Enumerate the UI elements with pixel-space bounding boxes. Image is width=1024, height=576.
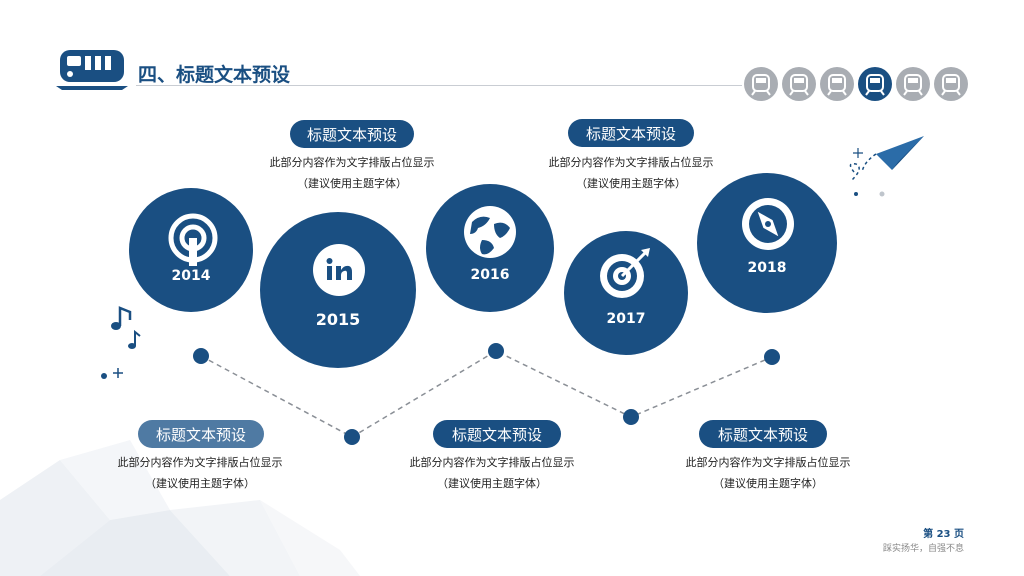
title-pill: 标题文本预设 [138,420,264,448]
footer-slogan: 踩实扬华，自强不息 [882,544,964,554]
timeline-node [488,343,504,359]
title-pill: 标题文本预设 [568,119,694,147]
section-nav [744,67,968,101]
page-title: 四、标题文本预设 [138,64,291,86]
description-block: 此部分内容作为文字排版占位显示 （建议使用主题字体） [397,452,587,494]
timeline-node [193,348,209,364]
year-label-2016: 2016 [470,267,510,283]
timeline-node [764,349,780,365]
compass-icon [742,198,794,250]
description-line: 此部分内容作为文字排版占位显示 [269,156,435,169]
active-train-icon[interactable] [858,67,892,101]
description-note: （建议使用主题字体） [576,177,686,190]
description-line: 此部分内容作为文字排版占位显示 [548,156,714,169]
title-pill: 标题文本预设 [290,120,414,148]
title-pill: 标题文本预设 [699,420,827,448]
train-icon[interactable] [744,67,778,101]
timeline-node [623,409,639,425]
train-icon[interactable] [782,67,816,101]
description-note: （建议使用主题字体） [145,477,255,490]
linkedin-icon [313,244,365,296]
description-note: （建议使用主题字体） [713,477,823,490]
timeline-node [344,429,360,445]
title-pill: 标题文本预设 [433,420,561,448]
description-block: 此部分内容作为文字排版占位显示 （建议使用主题字体） [536,152,726,194]
description-line: 此部分内容作为文字排版占位显示 [685,456,851,469]
description-note: （建议使用主题字体） [437,477,547,490]
globe-icon [464,206,516,258]
page-number: 第 23 页 [923,529,964,540]
train-icon[interactable] [896,67,930,101]
train-logo-icon [56,50,128,90]
year-label-2014: 2014 [171,268,211,284]
description-line: 此部分内容作为文字排版占位显示 [117,456,283,469]
train-icon[interactable] [820,67,854,101]
target-icon [600,248,650,298]
description-block: 此部分内容作为文字排版占位显示 （建议使用主题字体） [105,452,295,494]
description-block: 此部分内容作为文字排版占位显示 （建议使用主题字体） [673,452,863,494]
description-line: 此部分内容作为文字排版占位显示 [409,456,575,469]
year-label-2018: 2018 [747,260,787,276]
train-icon[interactable] [934,67,968,101]
description-block: 此部分内容作为文字排版占位显示 （建议使用主题字体） [257,152,447,194]
music-notes-icon [101,306,141,379]
lowpoly-background [0,440,360,576]
description-note: （建议使用主题字体） [297,177,407,190]
header-divider [136,85,742,86]
year-label-2017: 2017 [606,311,646,327]
year-label-2015: 2015 [315,310,361,329]
paper-plane-icon [849,136,924,197]
